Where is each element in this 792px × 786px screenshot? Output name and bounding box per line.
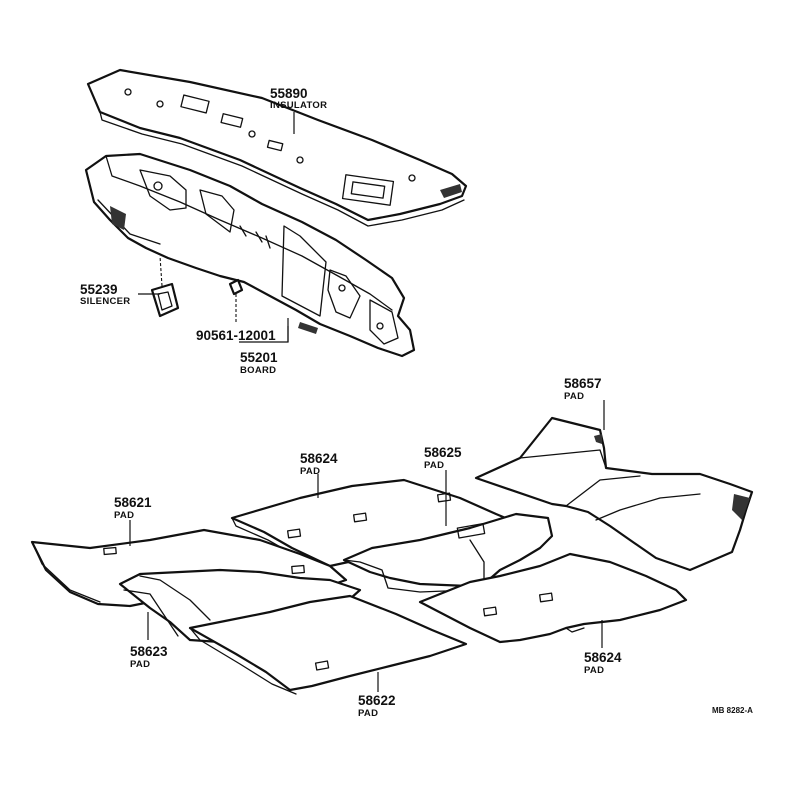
clip-part[interactable]: [228, 278, 244, 322]
callout-pad-58621: 58621 PAD: [114, 495, 152, 521]
leader-lines: [129, 112, 605, 692]
pad-58622-part[interactable]: [188, 594, 468, 695]
callout-pad-58624-top: 58624 PAD: [300, 451, 338, 477]
callout-number: 58624: [300, 451, 338, 466]
pad-58657-part[interactable]: [474, 416, 754, 572]
callout-label: PAD: [130, 659, 150, 670]
callout-pad-58625: 58625 PAD: [424, 445, 462, 471]
callout-pad-58622: 58622 PAD: [358, 693, 396, 719]
callout-label: PAD: [424, 460, 444, 471]
callout-number: 58624: [584, 650, 622, 665]
callout-pad-58657: 58657 PAD: [564, 376, 602, 402]
callout-label: BOARD: [240, 365, 276, 376]
callout-number: 58625: [424, 445, 462, 460]
callout-label: PAD: [300, 466, 320, 477]
callout-number: 58621: [114, 495, 152, 510]
pad-58624-bottom-part[interactable]: [418, 552, 688, 644]
callout-label: SILENCER: [80, 296, 130, 307]
callout-number: 58622: [358, 693, 396, 708]
callout-number: 58623: [130, 644, 168, 659]
insulator-part[interactable]: [86, 68, 468, 227]
board-part[interactable]: [84, 152, 416, 358]
callout-label: INSULATOR: [270, 100, 327, 111]
callout-label: PAD: [584, 665, 604, 676]
callout-number: 55890: [270, 86, 308, 101]
callout-number: 90561-12001: [196, 328, 276, 343]
callout-insulator: 55890 INSULATOR: [270, 86, 327, 111]
callout-number: 55239: [80, 282, 118, 297]
callout-label: PAD: [114, 510, 134, 521]
callout-number: 55201: [240, 350, 278, 365]
callout-board: 55201 BOARD: [240, 350, 278, 376]
callout-pad-58624-bottom: 58624 PAD: [584, 650, 622, 676]
callout-label: PAD: [358, 708, 378, 719]
callout-label: PAD: [564, 391, 584, 402]
callout-pad-58623: 58623 PAD: [130, 644, 168, 670]
silencer-part[interactable]: [150, 255, 180, 318]
figure-code: MB 8282-A: [712, 706, 753, 715]
callout-number: 58657: [564, 376, 602, 391]
callout-silencer: 55239 SILENCER: [80, 282, 130, 307]
callout-clip: 90561-12001: [196, 328, 276, 343]
